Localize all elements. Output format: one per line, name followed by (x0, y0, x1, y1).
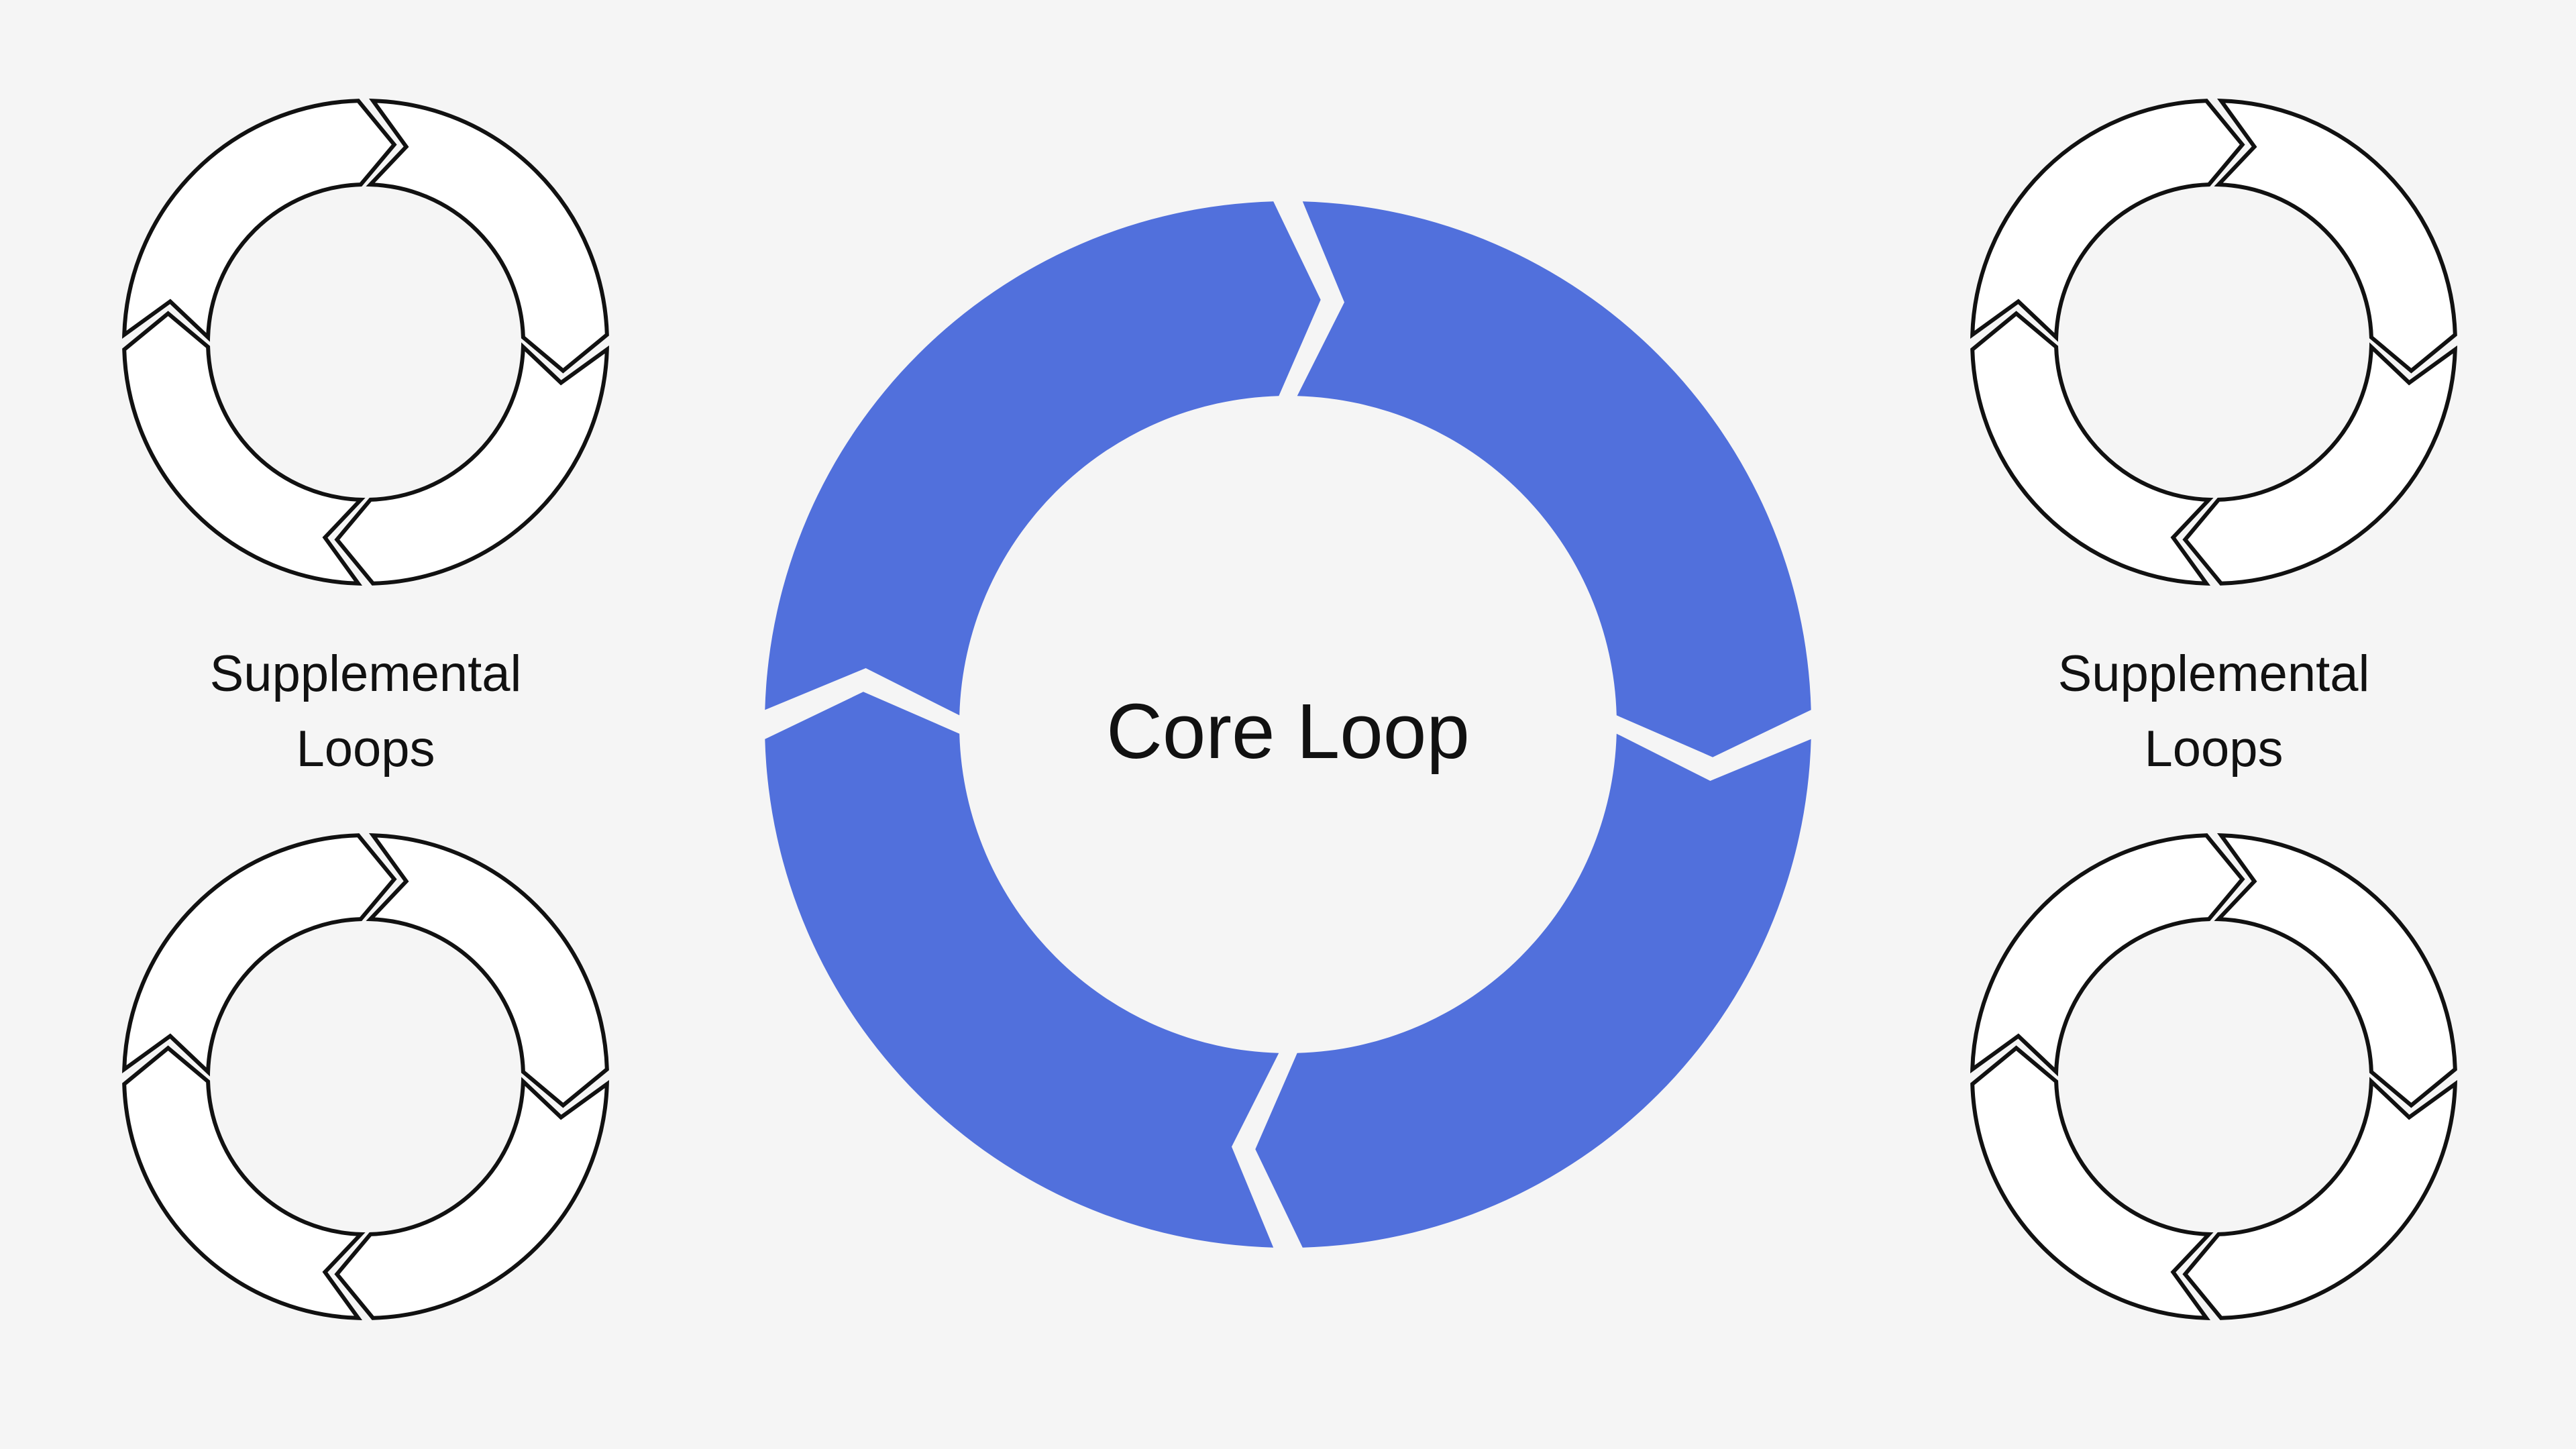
supplemental-left-label-line1: Supplemental (210, 645, 522, 702)
supplemental-loop-top-left-segment-4 (122, 99, 397, 342)
supplemental-left-label-line2: Loops (296, 720, 435, 777)
supplemental-loop-bottom-left-segment-3 (122, 1045, 366, 1320)
supplemental-loop-top-right-segment-1 (2214, 99, 2457, 374)
supplemental-loop-bottom-right-segment-4 (1970, 833, 2245, 1077)
core-loop-label: Core Loop (1106, 688, 1470, 775)
supplemental-loop-top-right-icon (1970, 99, 2457, 586)
supplemental-right-label-line1: Supplemental (2058, 645, 2370, 702)
supplemental-loop-bottom-left-icon (122, 833, 609, 1320)
core-loop-segment-3 (765, 692, 1279, 1248)
core-loop-segment-2 (1255, 733, 1811, 1248)
supplemental-loop-top-left-segment-3 (122, 311, 366, 586)
supplemental-loop-top-right-segment-2 (2182, 342, 2457, 586)
core-loop-cycle-icon (765, 201, 1811, 1248)
supplemental-loop-bottom-left-segment-2 (334, 1077, 609, 1320)
supplemental-right-label-line2: Loops (2144, 720, 2283, 777)
supplemental-loop-bottom-left-segment-4 (122, 833, 397, 1077)
supplemental-loop-top-left-icon (122, 99, 609, 586)
supplemental-loop-bottom-right-icon (1970, 833, 2457, 1320)
core-loop-segment-4 (765, 201, 1321, 716)
supplemental-loop-top-left-segment-1 (366, 99, 609, 374)
supplemental-loop-top-right-segment-3 (1970, 311, 2214, 586)
supplemental-loop-bottom-left-segment-1 (366, 833, 609, 1108)
supplemental-loop-bottom-right-segment-2 (2182, 1077, 2457, 1320)
core-loop-segment-1 (1297, 201, 1811, 757)
supplemental-loop-bottom-right-segment-3 (1970, 1045, 2214, 1320)
supplemental-loop-top-right-segment-4 (1970, 99, 2245, 342)
supplemental-loop-top-left-segment-2 (334, 342, 609, 586)
supplemental-loop-bottom-right-segment-1 (2214, 833, 2457, 1108)
